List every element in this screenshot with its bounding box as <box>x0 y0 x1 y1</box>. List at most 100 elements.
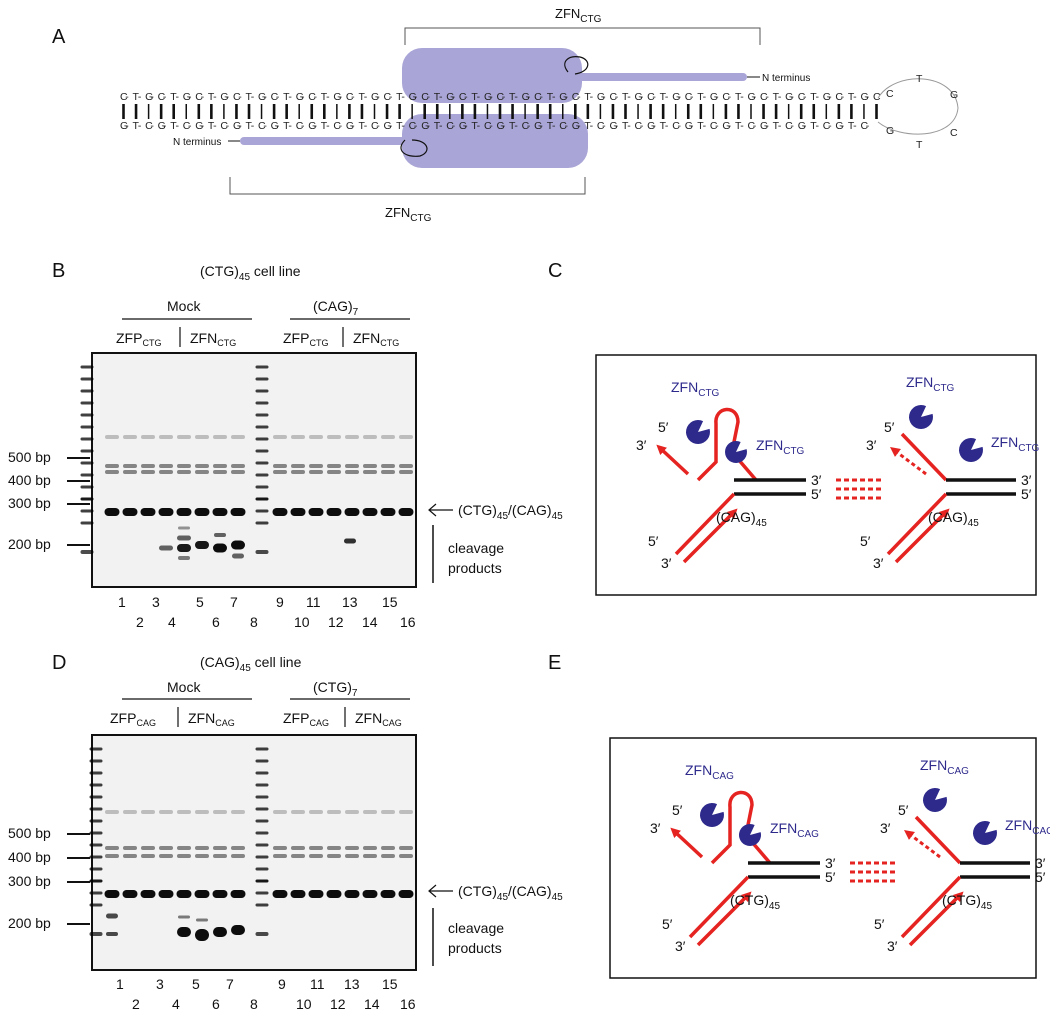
ladder-band <box>255 819 269 823</box>
zfn-label: ZFNCTG <box>756 437 805 457</box>
bottom-base: G <box>384 120 392 132</box>
faint-band <box>105 846 119 850</box>
diagram-c: ZFNCTG5′3′ZFNCTG3′5′5′3′(CAG)45ZFNCTG5′3… <box>636 374 1040 571</box>
ladder-band <box>80 550 94 554</box>
top-base: T <box>283 91 290 103</box>
faint-band <box>291 846 305 850</box>
faint-band <box>309 464 323 468</box>
top-base: G <box>145 91 153 103</box>
top-link: - <box>150 91 154 103</box>
product-band <box>362 508 378 516</box>
top-base: T <box>509 91 516 103</box>
bottom-link: - <box>615 120 619 132</box>
bottom-base: T <box>848 120 855 132</box>
faint-band <box>309 846 323 850</box>
bottom-link: - <box>790 120 794 132</box>
faint-band <box>123 435 137 439</box>
bottom-base: T <box>735 120 742 132</box>
top-base: C <box>497 91 505 103</box>
bottom-link: - <box>489 120 493 132</box>
bottom-link: - <box>401 120 405 132</box>
panel-d: D (CAG)45 cell line Mock (CTG)7 ZFPCAG Z… <box>8 652 563 1012</box>
cleavage-band <box>178 556 190 560</box>
bottom-base: C <box>785 120 793 132</box>
bottom-base: G <box>158 120 166 132</box>
panel-d-letter: D <box>52 652 66 674</box>
cleavage-band <box>195 929 209 941</box>
bottom-link: - <box>426 120 430 132</box>
five-prime: 5′ <box>662 916 673 932</box>
five-prime: 5′ <box>811 486 822 502</box>
faint-band <box>105 810 119 814</box>
faint-band <box>231 464 245 468</box>
ladder-band <box>89 843 103 847</box>
top-link: - <box>853 91 857 103</box>
faint-band <box>291 470 305 474</box>
cleavage-band <box>178 526 190 530</box>
top-base: C <box>835 91 843 103</box>
cleavage-band <box>196 918 208 922</box>
bottom-link: - <box>828 120 832 132</box>
cleavage-band <box>231 925 245 935</box>
lower-strand-arrow <box>696 891 752 947</box>
loop-base: T <box>916 139 923 151</box>
faint-band <box>273 470 287 474</box>
faint-band <box>123 464 137 468</box>
bottom-link: - <box>326 120 330 132</box>
faint-band <box>159 464 173 468</box>
bottom-link: - <box>163 120 167 132</box>
slipped-strand <box>914 815 962 865</box>
bottom-base: G <box>195 120 203 132</box>
bottom-base: T <box>584 120 591 132</box>
bottom-strand: G-T-C-G-T-C-G-T-C-G-T-C-G-T-C-G-T-C-G-T-… <box>120 120 870 132</box>
three-prime: 3′ <box>880 820 891 836</box>
gel-d <box>91 734 417 971</box>
panel-a-letter: A <box>52 26 66 48</box>
bottom-link: - <box>175 120 179 132</box>
ladder-band <box>255 389 269 393</box>
bottom-link: - <box>715 120 719 132</box>
bottom-link: - <box>565 120 569 132</box>
cleavage-band <box>159 545 173 551</box>
group-cag7: (CAG)7 <box>313 298 359 318</box>
faint-band <box>273 810 287 814</box>
bottom-base: C <box>522 120 530 132</box>
top-link: - <box>326 91 330 103</box>
bottom-link: - <box>477 120 481 132</box>
faint-band <box>345 846 359 850</box>
ladder-band <box>255 843 269 847</box>
lane-number: 14 <box>362 614 378 630</box>
top-link: - <box>790 91 794 103</box>
product-band <box>122 508 138 516</box>
marker-500: 500 bp <box>8 449 51 465</box>
top-base: G <box>748 91 756 103</box>
top-base: C <box>647 91 655 103</box>
cleavage-band <box>344 538 356 544</box>
bottom-link: - <box>816 120 820 132</box>
five-prime: 5′ <box>1035 869 1046 885</box>
ladder-band <box>80 449 94 453</box>
top-base: T <box>810 91 817 103</box>
lower-strand-arrow <box>908 891 964 947</box>
repeat-label: (CAG)45 <box>928 509 979 529</box>
ladder-band <box>80 497 94 501</box>
top-base: G <box>823 91 831 103</box>
top-link: - <box>514 91 518 103</box>
lane-number: 7 <box>226 976 234 992</box>
bottom-base: C <box>484 120 492 132</box>
bottom-base: T <box>697 120 704 132</box>
bottom-base: C <box>446 120 454 132</box>
product-band <box>380 890 396 898</box>
top-link: - <box>677 91 681 103</box>
zfn-label: ZFNCTG <box>671 379 720 399</box>
bottom-base: C <box>371 120 379 132</box>
ladder-band <box>89 932 103 936</box>
top-link: - <box>552 91 556 103</box>
n-terminus-bottom: N terminus <box>173 137 221 148</box>
ladder-band <box>89 831 103 835</box>
diagram-box-c <box>595 354 1037 596</box>
three-prime: 3′ <box>661 555 672 571</box>
top-link: - <box>414 91 418 103</box>
product-band <box>176 890 192 898</box>
